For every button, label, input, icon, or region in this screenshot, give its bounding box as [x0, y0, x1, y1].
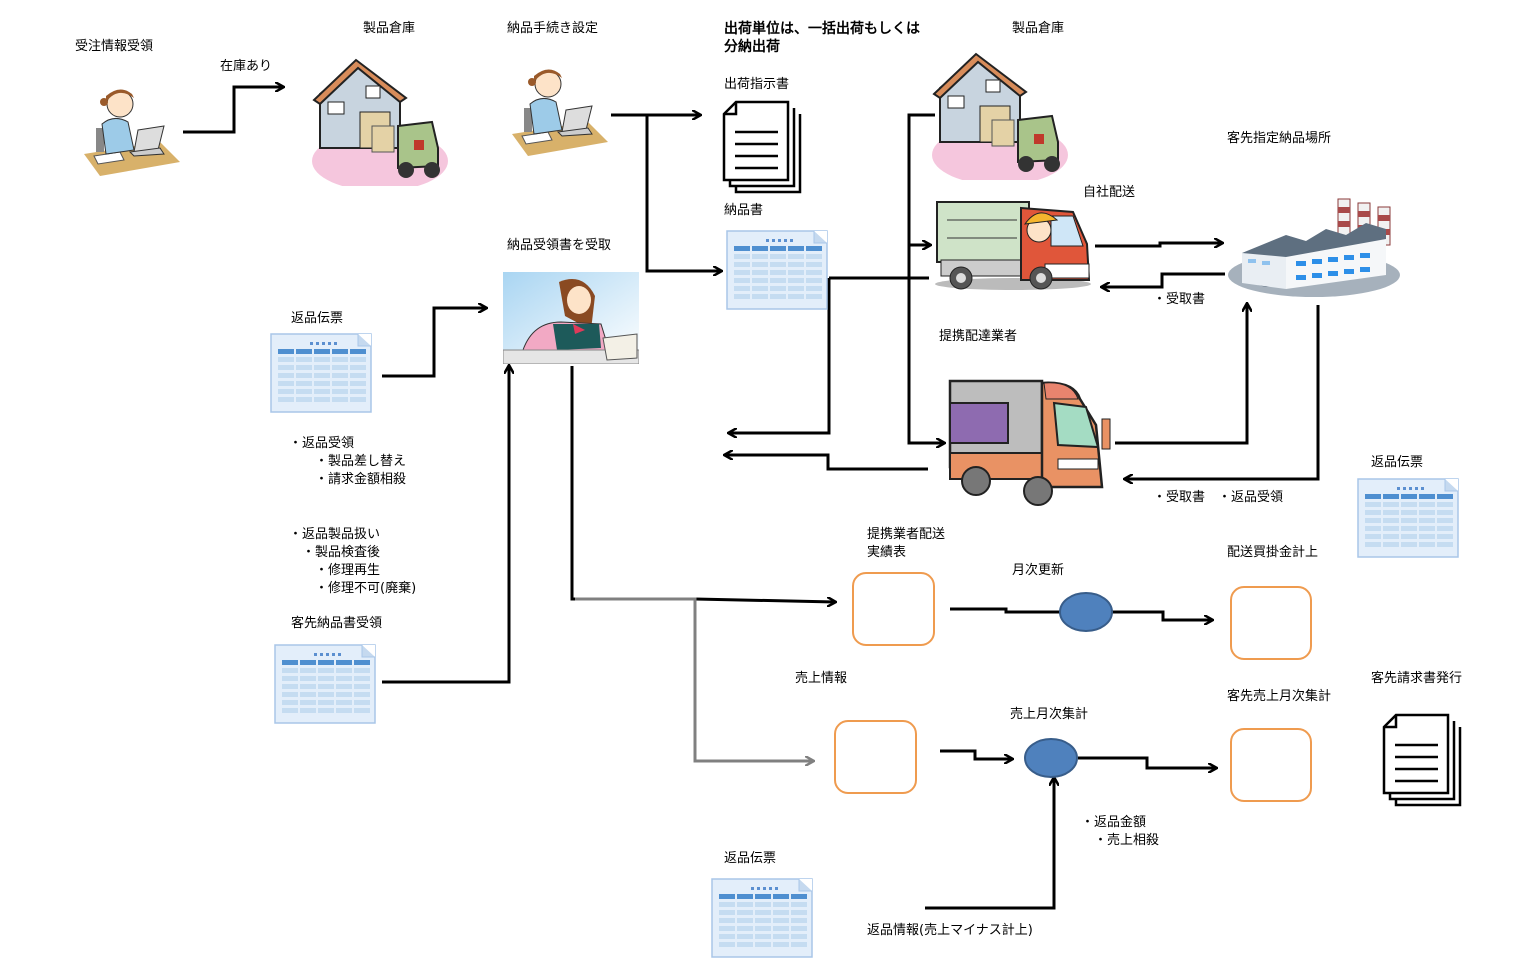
- office-worker-icon-order: [83, 88, 181, 177]
- label-delivery-note: 納品書: [724, 203, 764, 218]
- label-shipping-unit-note: 出荷単位は、一括出荷もしくは 分納出荷: [724, 21, 920, 55]
- spreadsheet-icon-return-slip-1: [270, 333, 372, 413]
- label-monthly-sales-total: 売上月次集計: [1010, 707, 1089, 722]
- arrow-partner-to-factory: [1115, 304, 1247, 445]
- label-return-amount: ・返品金額 ・売上相殺: [1081, 815, 1160, 848]
- label-monthly-update: 月次更新: [1012, 563, 1065, 578]
- label-customer-location: 客先指定納品場所: [1227, 131, 1332, 146]
- label-in-stock: 在庫あり: [220, 59, 273, 74]
- warehouse-icon-2: [931, 53, 1069, 180]
- label-warehouse-2: 製品倉庫: [1012, 21, 1065, 36]
- label-partner-delivery-record: 提携業者配送 実績表: [867, 527, 946, 560]
- label-partner-carrier: 提携配達業者: [939, 329, 1018, 344]
- label-shipping-instruction: 出荷指示書: [724, 77, 790, 92]
- label-order-receipt: 受注情報受領: [75, 39, 154, 54]
- label-warehouse-1: 製品倉庫: [363, 21, 416, 36]
- process-box-partner-record[interactable]: [852, 572, 935, 646]
- label-return-slip-2: 返品伝票: [1371, 455, 1424, 470]
- arrow-own-truck-to-factory: [1095, 243, 1222, 246]
- label-delivery-setup: 納品手続き設定: [507, 21, 599, 36]
- label-customer-invoice: 客先請求書発行: [1371, 671, 1463, 686]
- factory-icon: [1228, 198, 1400, 297]
- label-delivery-payable: 配送買掛金計上: [1227, 545, 1319, 560]
- node-monthly-sales-total[interactable]: [1022, 736, 1080, 780]
- spreadsheet-icon-delivery-note: [726, 230, 828, 310]
- arrow-receiver-to-record: [570, 366, 835, 602]
- label-return-handling: ・返品受領 ・製品差し替え ・請求金額相殺: [289, 436, 407, 487]
- arrow-setup-to-delivery-note: [645, 115, 721, 271]
- arrow-customer-receipt-to-receiver: [382, 366, 509, 684]
- label-customer-delivery-receipt: 客先納品書受領: [291, 616, 383, 631]
- arrow-factory-to-own-truck: [1102, 272, 1225, 287]
- label-return-slip-1: 返品伝票: [291, 311, 344, 326]
- woman-writing-icon: [503, 272, 639, 364]
- node-monthly-update[interactable]: [1057, 590, 1115, 634]
- arrow-monthly-to-payable: [1112, 610, 1212, 620]
- delivery-truck-icon: [935, 201, 1091, 290]
- spreadsheet-icon-customer-receipt: [274, 644, 376, 724]
- label-sales-info: 売上情報: [795, 671, 848, 686]
- arrow-partner-return: [725, 455, 928, 471]
- arrow-return-slip-to-receiver: [382, 308, 486, 378]
- arrow-monthly-to-customer: [1078, 756, 1216, 768]
- label-return-info: 返品情報(売上マイナス計上): [867, 923, 1033, 938]
- label-receive-delivery-receipt: 納品受領書を受取: [507, 238, 612, 253]
- arrow-sales-to-monthly: [940, 749, 1012, 759]
- process-box-sales-info[interactable]: [834, 720, 917, 794]
- arrow-order-to-warehouse: [183, 87, 283, 134]
- label-return-slip-3: 返品伝票: [724, 851, 777, 866]
- process-box-customer-monthly[interactable]: [1230, 728, 1312, 802]
- office-worker-icon-setup: [511, 68, 609, 157]
- label-receipt-1: ・受取書: [1153, 292, 1206, 307]
- arrow-factory-to-partner: [1125, 305, 1320, 479]
- spreadsheet-icon-return-slip-2: [1357, 478, 1459, 558]
- label-return-product-handling: ・返品製品扱い ・製品検査後 ・修理再生 ・修理不可(廃棄): [289, 527, 417, 596]
- arrow-receiver-to-sales-info: [575, 597, 813, 761]
- arrow-return-info-to-monthly: [925, 778, 1054, 910]
- document-stack-icon-shipping-instruction: [722, 100, 802, 194]
- partner-truck-icon: [948, 379, 1111, 506]
- line-record-to-monthly: [950, 607, 1060, 614]
- document-stack-icon-customer-invoice: [1382, 713, 1462, 807]
- label-customer-monthly-sales: 客先売上月次集計: [1227, 689, 1332, 704]
- warehouse-icon-1: [311, 59, 449, 186]
- label-receipt-return: ・受取書 ・返品受領: [1153, 490, 1284, 505]
- process-box-delivery-payable[interactable]: [1230, 586, 1312, 660]
- label-own-delivery: 自社配送: [1083, 185, 1136, 200]
- arrow-deliverynote-return: [729, 276, 929, 433]
- spreadsheet-icon-return-slip-3: [711, 878, 813, 958]
